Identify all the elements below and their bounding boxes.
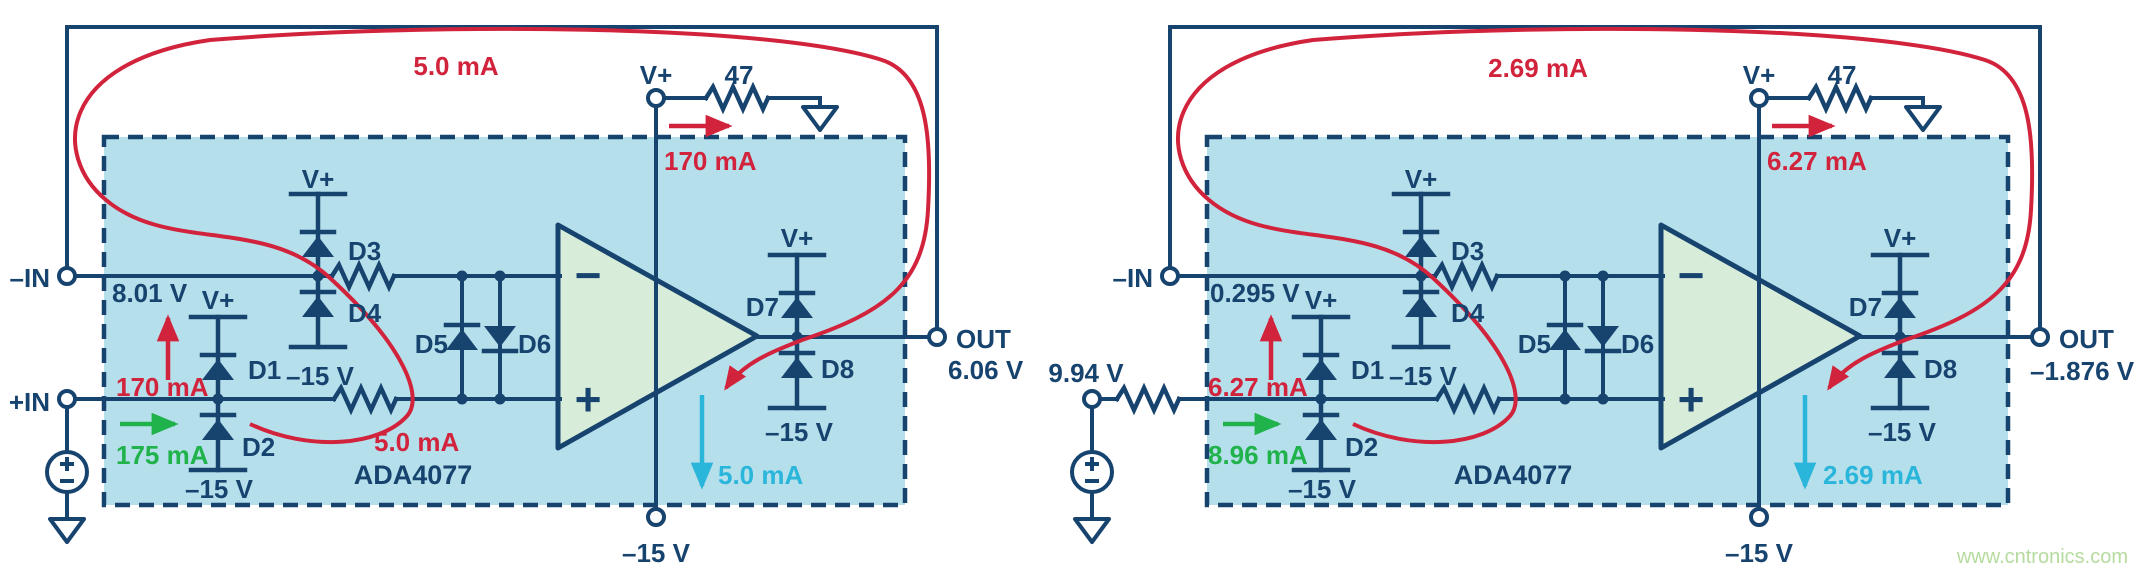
loop-current-label: 2.69 mA: [1488, 53, 1588, 83]
vminus-terminal: [1749, 507, 1769, 527]
vplus-terminal: [1749, 88, 1769, 108]
opamp-plus-symbol: +: [575, 373, 602, 425]
neg-input-terminal: [1160, 266, 1180, 286]
neg-input-voltage-label: 0.295 V: [1210, 278, 1300, 308]
d1-current-label: 6.27 mA: [1208, 372, 1308, 402]
out-label: OUT: [956, 324, 1011, 354]
d5-label: D5: [415, 329, 448, 359]
voltage-source: [45, 450, 89, 494]
vminus-supply-label: –15 V: [1725, 538, 1794, 568]
watermark: www.cntronics.com: [1956, 546, 2128, 568]
vplus-d7-label: V+: [1884, 223, 1917, 253]
resistor-value-label: 47: [725, 60, 754, 90]
d5-label: D5: [1518, 329, 1551, 359]
vminus-d8-label: –15 V: [1868, 417, 1937, 447]
right-circuit: 2.69 mA V+ 47 6.27 mA –IN 0.295 V 6.27 m…: [1048, 25, 2135, 568]
vplus-d1-label: V+: [1305, 285, 1338, 315]
out-terminal: [2030, 327, 2050, 347]
ada4077-boundary-box: [101, 134, 908, 508]
source-series-resistor: [1117, 388, 1179, 410]
vminus-d2-label: –15 V: [185, 474, 254, 504]
junction-dot: [1597, 270, 1609, 282]
neg-input-label: –IN: [10, 263, 50, 293]
pos-input-terminal: [57, 389, 77, 409]
vminus-d4-label: –15 V: [286, 361, 355, 391]
d7-label: D7: [1849, 292, 1882, 322]
supply-current-label: 170 mA: [664, 146, 757, 176]
d1-current-label: 170 mA: [116, 372, 209, 402]
sink-current-label: 2.69 mA: [1823, 460, 1923, 490]
vplus-d3-label: V+: [1405, 164, 1438, 194]
vplus-d7-label: V+: [781, 223, 814, 253]
d4-label: D4: [348, 298, 382, 328]
d4-label: D4: [1451, 298, 1485, 328]
d8-label: D8: [821, 354, 854, 384]
vminus-d4-label: –15 V: [1389, 361, 1458, 391]
out-voltage-label: –1.876 V: [2030, 356, 2135, 386]
supply-resistor-47: [1809, 87, 1871, 109]
chip-label: ADA4077: [354, 460, 473, 490]
junction-dot: [1597, 393, 1609, 405]
neg-input-label: –IN: [1113, 263, 1153, 293]
d7-label: D7: [746, 292, 779, 322]
vminus-d8-label: –15 V: [765, 417, 834, 447]
pos-input-label: +IN: [9, 387, 50, 417]
d1-label: D1: [248, 355, 281, 385]
d2-current-label: 175 mA: [116, 440, 209, 470]
fault-current-loop-arrow: [73, 26, 932, 445]
d2-label: D2: [242, 432, 275, 462]
ground-symbol: [48, 517, 86, 544]
resistor-value-label: 47: [1828, 60, 1857, 90]
d2-label: D2: [1345, 432, 1378, 462]
vminus-d2-label: –15 V: [1288, 474, 1357, 504]
junction-dot: [1559, 393, 1571, 405]
d6-label: D6: [518, 329, 551, 359]
d1-label: D1: [1351, 355, 1384, 385]
neg-input-voltage-label: 8.01 V: [112, 278, 188, 308]
ground-symbol: [801, 105, 839, 132]
ada4077-boundary-box: [1204, 134, 2011, 508]
source-input-terminal: [1082, 389, 1102, 409]
junction-dot: [494, 393, 506, 405]
junction-dot: [1559, 270, 1571, 282]
chip-label: ADA4077: [1454, 460, 1573, 490]
vminus-terminal: [646, 507, 666, 527]
out-voltage-label: 6.06 V: [948, 355, 1024, 385]
out-label: OUT: [2059, 324, 2114, 354]
opamp-plus-symbol: +: [1678, 373, 1705, 425]
voltage-source: [1070, 450, 1114, 494]
d6-label: D6: [1621, 329, 1654, 359]
left-circuit: 5.0 mA V+ 47 170 mA –IN 8.01 V 170 mA +I…: [9, 25, 1024, 568]
vplus-label: V+: [640, 60, 673, 90]
d3-label: D3: [348, 236, 381, 266]
junction-dot: [456, 270, 468, 282]
neg-input-terminal: [57, 266, 77, 286]
ground-symbol: [1073, 517, 1111, 544]
ground-symbol: [1904, 105, 1942, 132]
out-terminal: [927, 327, 947, 347]
input-current-label: 5.0 mA: [374, 427, 459, 457]
junction-dot: [494, 270, 506, 282]
opamp-minus-symbol: −: [1678, 249, 1705, 301]
vplus-terminal: [646, 88, 666, 108]
vplus-label: V+: [1743, 60, 1776, 90]
source-voltage-label: 9.94 V: [1048, 358, 1124, 388]
vplus-d3-label: V+: [302, 164, 335, 194]
supply-current-label: 6.27 mA: [1767, 146, 1867, 176]
vplus-d1-label: V+: [202, 285, 235, 315]
opamp-minus-symbol: −: [575, 249, 602, 301]
sink-current-label: 5.0 mA: [718, 460, 803, 490]
d3-label: D3: [1451, 236, 1484, 266]
junction-dot: [456, 393, 468, 405]
loop-current-label: 5.0 mA: [413, 51, 498, 81]
fault-current-loop-arrow: [1176, 26, 2035, 445]
d2-current-label: 8.96 mA: [1208, 440, 1308, 470]
d8-label: D8: [1924, 354, 1957, 384]
supply-resistor-47: [706, 87, 768, 109]
vminus-supply-label: –15 V: [622, 538, 691, 568]
